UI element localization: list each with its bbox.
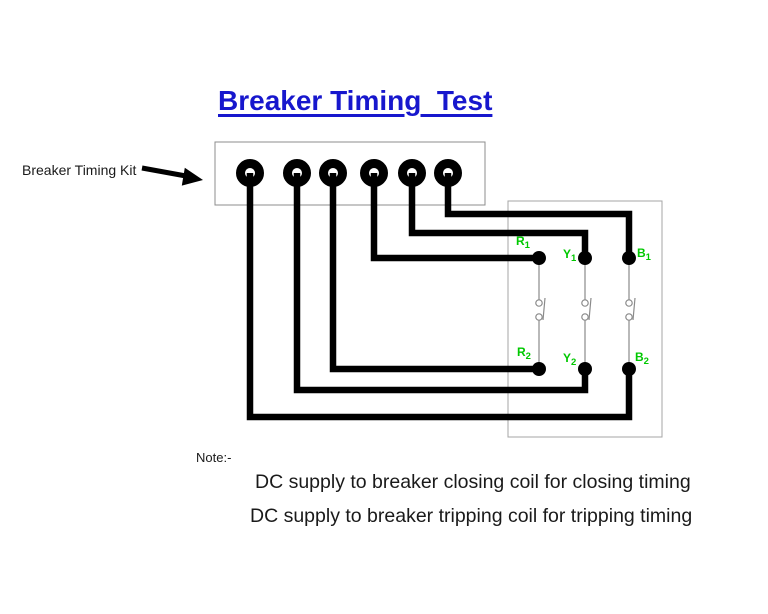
page-title: Breaker Timing Test [218,85,493,116]
kit-terminal-6 [434,159,462,187]
kit-terminal-4 [360,159,388,187]
kit-terminal-1 [236,159,264,187]
contact-b1 [622,251,636,265]
note-label: Note:- [196,450,232,465]
wire-terminal6-b1 [444,173,633,258]
wire-terminal1-b2 [246,173,633,421]
arrow-icon [141,165,203,186]
kit-terminals [236,159,462,187]
contact-y2 [578,362,592,376]
contact-label-r1: R1 [516,234,531,251]
wire-terminal5-y1 [408,173,589,258]
contact-y1 [578,251,592,265]
note-line-closing: DC supply to breaker closing coil for cl… [255,471,691,493]
contact-r1 [532,251,546,265]
kit-terminal-3 [319,159,347,187]
kit-terminal-5 [398,159,426,187]
note-line-tripping: DC supply to breaker tripping coil for t… [250,505,693,527]
wire-terminal4-r1 [370,173,539,262]
contact-label-r2: R2 [517,345,531,362]
contact-label-y1: Y1 [563,247,577,264]
switch-r [535,258,546,369]
contact-label-b2: B2 [635,350,649,367]
contact-label-b1: B1 [637,246,652,263]
wire-terminal2-y2 [293,173,589,394]
wire-terminal3-r2 [329,173,539,373]
contact-b2 [622,362,636,376]
switch-y [581,258,592,369]
kit-terminal-2 [283,159,311,187]
contact-label-y2: Y2 [563,351,576,368]
kit-label: Breaker Timing Kit [22,162,137,178]
contact-r2 [532,362,546,376]
